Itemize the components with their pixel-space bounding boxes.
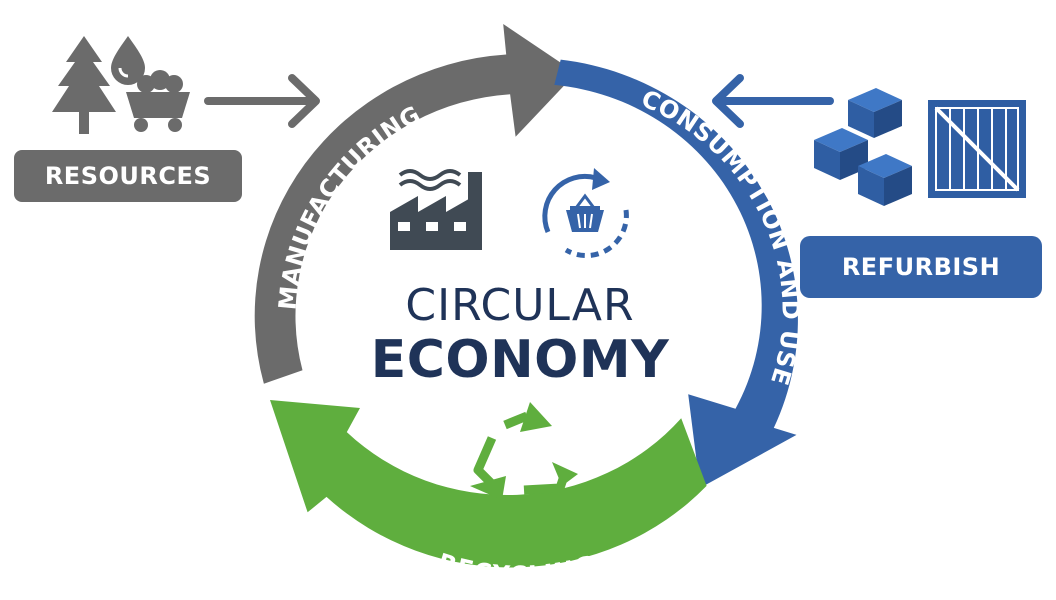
resources-badge: RESOURCES bbox=[14, 150, 242, 202]
manufacturing-arc bbox=[254, 24, 576, 384]
title-economy: ECONOMY bbox=[370, 330, 670, 390]
factory-icon bbox=[390, 169, 482, 250]
consumption-arc bbox=[554, 59, 798, 488]
crate-icon bbox=[928, 100, 1026, 198]
recycle-icon bbox=[470, 402, 578, 500]
boxes-icon bbox=[814, 88, 912, 206]
title-circular: CIRCULAR bbox=[405, 280, 635, 331]
water-drop-icon bbox=[111, 36, 145, 85]
mine-cart-icon bbox=[126, 70, 190, 132]
resources-arrow bbox=[204, 74, 320, 128]
tree-icon bbox=[52, 36, 116, 134]
shopping-basket-cycle-icon bbox=[542, 168, 629, 259]
refurbish-badge: REFURBISH bbox=[800, 236, 1042, 298]
refurbish-arrow bbox=[712, 74, 834, 128]
recycling-arc bbox=[270, 400, 707, 568]
